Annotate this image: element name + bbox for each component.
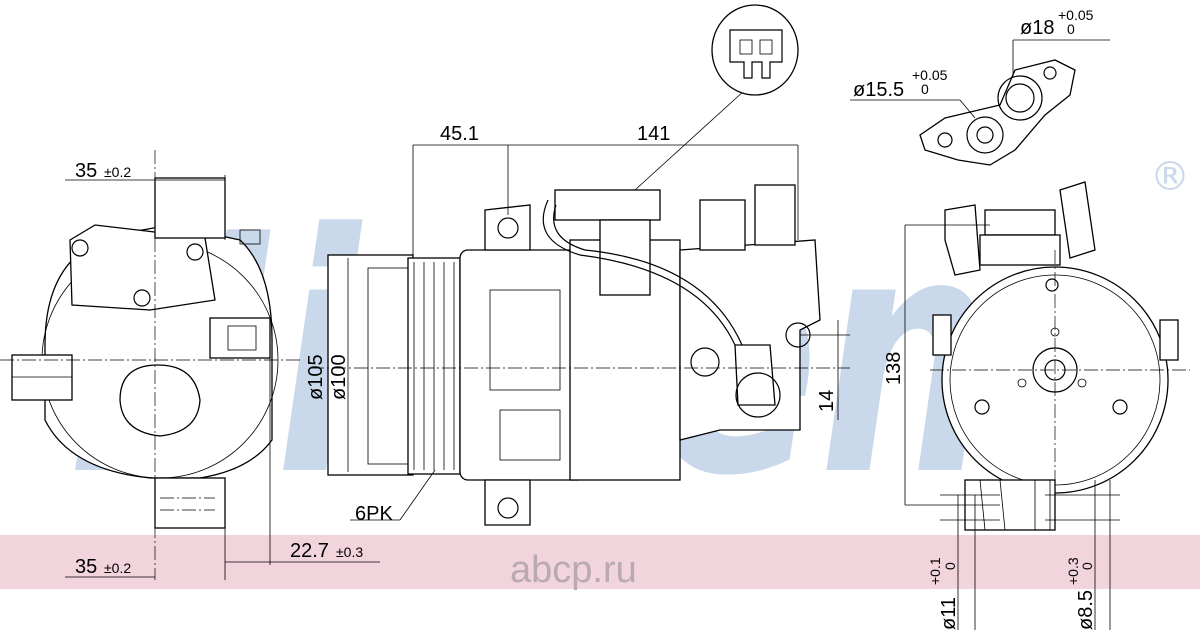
side-view bbox=[310, 89, 850, 526]
dim-fitting-dia-b-tol-up: +0.05 bbox=[912, 67, 948, 83]
dim-right-port-small-tol-low: 0 bbox=[942, 562, 958, 570]
left-view bbox=[0, 150, 380, 580]
dim-right-port-large-tol-up: +0.3 bbox=[1065, 557, 1081, 585]
dim-side-height-small: 14 bbox=[816, 390, 838, 412]
dim-fitting-dia-a-tol-low: 0 bbox=[1067, 21, 1075, 37]
dim-right-port-small-dia: ø11 bbox=[938, 597, 960, 630]
dim-left-offset: 22.7 bbox=[290, 540, 329, 562]
dim-fitting-dia-a: ø18 bbox=[1020, 17, 1054, 39]
dim-right-height: 138 bbox=[883, 352, 905, 385]
dim-side-belt: 6PK bbox=[355, 503, 393, 525]
dim-right-port-small-tol-up: +0.1 bbox=[927, 557, 943, 585]
dim-right-port-large-tol-low: 0 bbox=[1079, 562, 1095, 570]
dim-left-top-width: 35 bbox=[75, 160, 97, 182]
dim-left-bottom-width: 35 bbox=[75, 556, 97, 578]
dim-side-length-a: 45.1 bbox=[440, 123, 479, 145]
dim-left-top-tol: ±0.2 bbox=[104, 164, 131, 180]
dim-side-dia-outer: ø105 bbox=[305, 354, 327, 400]
dim-fitting-dia-b: ø15.5 bbox=[853, 79, 904, 101]
dim-side-length-b: 141 bbox=[637, 123, 670, 145]
dim-fitting-dia-b-tol-low: 0 bbox=[921, 81, 929, 97]
connector-plug-icon bbox=[711, 4, 799, 96]
right-view bbox=[904, 181, 1190, 630]
registered-mark: ® bbox=[1150, 154, 1190, 200]
fitting-detail bbox=[850, 39, 1110, 166]
dim-fitting-dia-a-tol-up: +0.05 bbox=[1058, 7, 1094, 23]
pink-band bbox=[0, 535, 1200, 589]
dim-side-dia-inner: ø100 bbox=[328, 354, 350, 400]
dim-right-port-large-dia: ø8.5 bbox=[1075, 590, 1097, 630]
dim-left-offset-tol: ±0.3 bbox=[336, 544, 363, 560]
site-stamp: abcp.ru bbox=[510, 549, 637, 591]
dim-left-bottom-tol: ±0.2 bbox=[104, 560, 131, 576]
